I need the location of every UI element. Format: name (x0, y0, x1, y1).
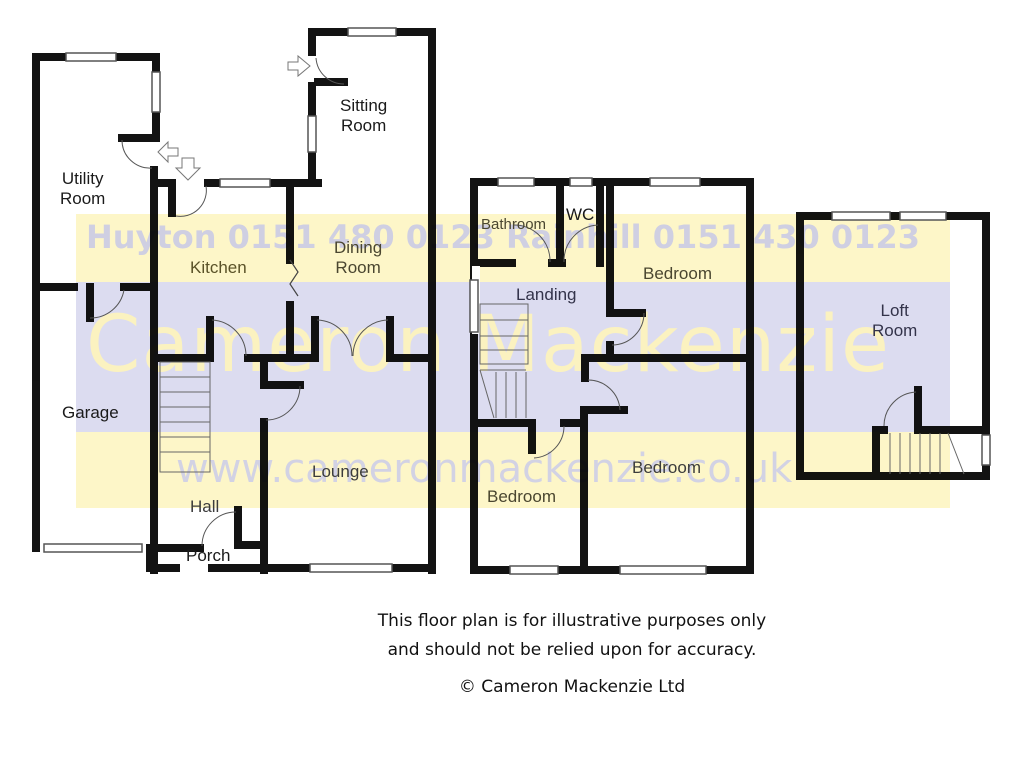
room-label-dining-room: Dining Room (334, 238, 382, 278)
wc-text: WC (566, 205, 595, 224)
watermark-band-bottom (76, 432, 950, 508)
garage-text: Garage (62, 403, 119, 422)
room-label-kitchen: Kitchen (190, 258, 247, 278)
room-label-lounge: Lounge (312, 462, 369, 482)
room-label-garage: Garage (62, 403, 119, 423)
room-label-bedroom-small: Bedroom (487, 487, 556, 507)
room-label-hall: Hall (190, 497, 219, 517)
bedroom-small-text: Bedroom (487, 487, 556, 506)
lounge-text: Lounge (312, 462, 369, 481)
watermark-brand: Cameron Mackenzie (86, 300, 890, 390)
porch-text: Porch (186, 546, 231, 565)
watermark-phones: Huyton 0151 480 0123 Rainhill 0151 430 0… (86, 218, 920, 256)
watermark-band-top (76, 214, 950, 282)
room-label-landing: Landing (516, 285, 577, 305)
room-label-bedroom-rear: Bedroom (632, 458, 701, 478)
watermark-band-middle (76, 282, 950, 432)
bedroom-front-text: Bedroom (643, 264, 712, 283)
room-label-sitting-room: Sitting Room (340, 96, 387, 136)
room-label-wc: WC (566, 205, 594, 225)
room-label-porch: Porch (186, 546, 230, 566)
room-label-loft-room: Loft Room (872, 301, 917, 341)
landing-text: Landing (516, 285, 577, 304)
exit-arrow-down-icon (174, 157, 202, 181)
loft-room-text: Loft Room (872, 301, 918, 340)
disclaimer-line-1: This floor plan is for illustrative purp… (377, 611, 767, 631)
room-label-bathroom: Bathroom (481, 215, 546, 235)
hall-text: Hall (190, 497, 220, 516)
bathroom-text: Bathroom (481, 216, 547, 233)
watermark-website: www.cameronmackenzie.co.uk (176, 446, 793, 492)
disclaimer-line-2: and should not be relied upon for accura… (387, 640, 757, 660)
room-label-bedroom-front: Bedroom (643, 264, 712, 284)
entry-arrow-icon (287, 54, 311, 78)
dining-room-text: Dining Room (334, 238, 383, 277)
room-label-utility-room: Utility Room (60, 169, 105, 209)
kitchen-text: Kitchen (190, 258, 247, 277)
exit-arrow-left-icon (157, 140, 179, 164)
copyright-notice: © Cameron Mackenzie Ltd (458, 677, 686, 697)
bedroom-rear-text: Bedroom (632, 458, 701, 477)
utility-room-text: Utility Room (60, 169, 106, 208)
sitting-room-text: Sitting Room (340, 96, 388, 135)
